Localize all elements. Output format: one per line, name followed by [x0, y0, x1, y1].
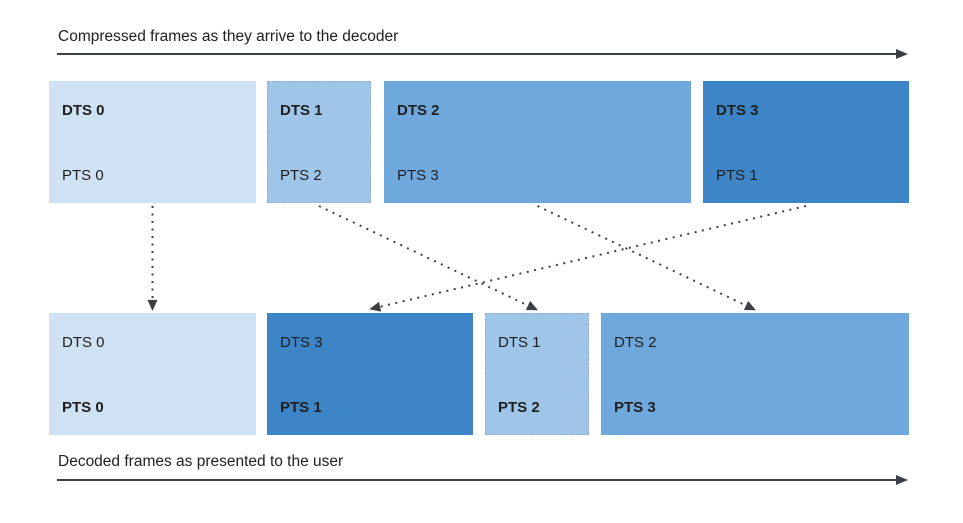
- dts-label: DTS 2: [397, 102, 440, 119]
- dts-label: DTS 0: [62, 102, 105, 119]
- compressed-timeline-label: Compressed frames as they arrive to the …: [58, 28, 399, 45]
- decoded-timeline-arrow: [57, 475, 908, 485]
- frame-box-top-3: DTS 2 PTS 3: [384, 81, 691, 203]
- dts-label: DTS 0: [62, 334, 105, 351]
- frame-box-top-1: DTS 0 PTS 0: [49, 81, 256, 203]
- pts-label: PTS 2: [280, 167, 322, 184]
- dts-label: DTS 2: [614, 334, 657, 351]
- dts-label: DTS 1: [498, 334, 541, 351]
- frame-box-bottom-4: DTS 2 PTS 3: [601, 313, 909, 435]
- dts-label: DTS 1: [280, 102, 323, 119]
- pts-label: PTS 2: [498, 399, 540, 416]
- pts-label: PTS 3: [614, 399, 656, 416]
- pts-label: PTS 0: [62, 399, 104, 416]
- frame-box-top-4: DTS 3 PTS 1: [703, 81, 909, 203]
- frame-box-bottom-2: DTS 3 PTS 1: [267, 313, 473, 435]
- pts-label: PTS 1: [280, 399, 322, 416]
- frame-box-top-2: DTS 1 PTS 2: [267, 81, 371, 203]
- decoded-timeline-label: Decoded frames as presented to the user: [58, 453, 344, 470]
- pts-label: PTS 0: [62, 167, 104, 184]
- connector-arrow-pts2: [318, 205, 539, 311]
- dts-label: DTS 3: [280, 334, 323, 351]
- dts-label: DTS 3: [716, 102, 759, 119]
- pts-label: PTS 1: [716, 167, 758, 184]
- pts-label: PTS 3: [397, 167, 439, 184]
- compressed-timeline-arrow: [57, 49, 908, 59]
- connector-arrow-pts1: [369, 205, 807, 312]
- connector-arrow-pts3: [537, 205, 757, 311]
- frame-box-bottom-3: DTS 1 PTS 2: [485, 313, 589, 435]
- frame-box-bottom-1: DTS 0 PTS 0: [49, 313, 256, 435]
